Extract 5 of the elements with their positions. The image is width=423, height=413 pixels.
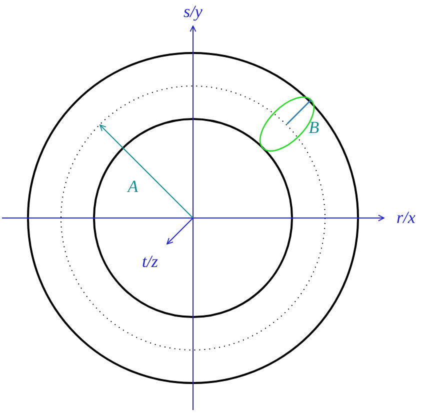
axis-label: t/z: [142, 253, 158, 271]
dimension-label: B: [308, 119, 320, 137]
dimension-label: A: [128, 178, 138, 196]
axis-label: s/y: [184, 3, 202, 21]
axis-label: r/x: [396, 209, 416, 227]
